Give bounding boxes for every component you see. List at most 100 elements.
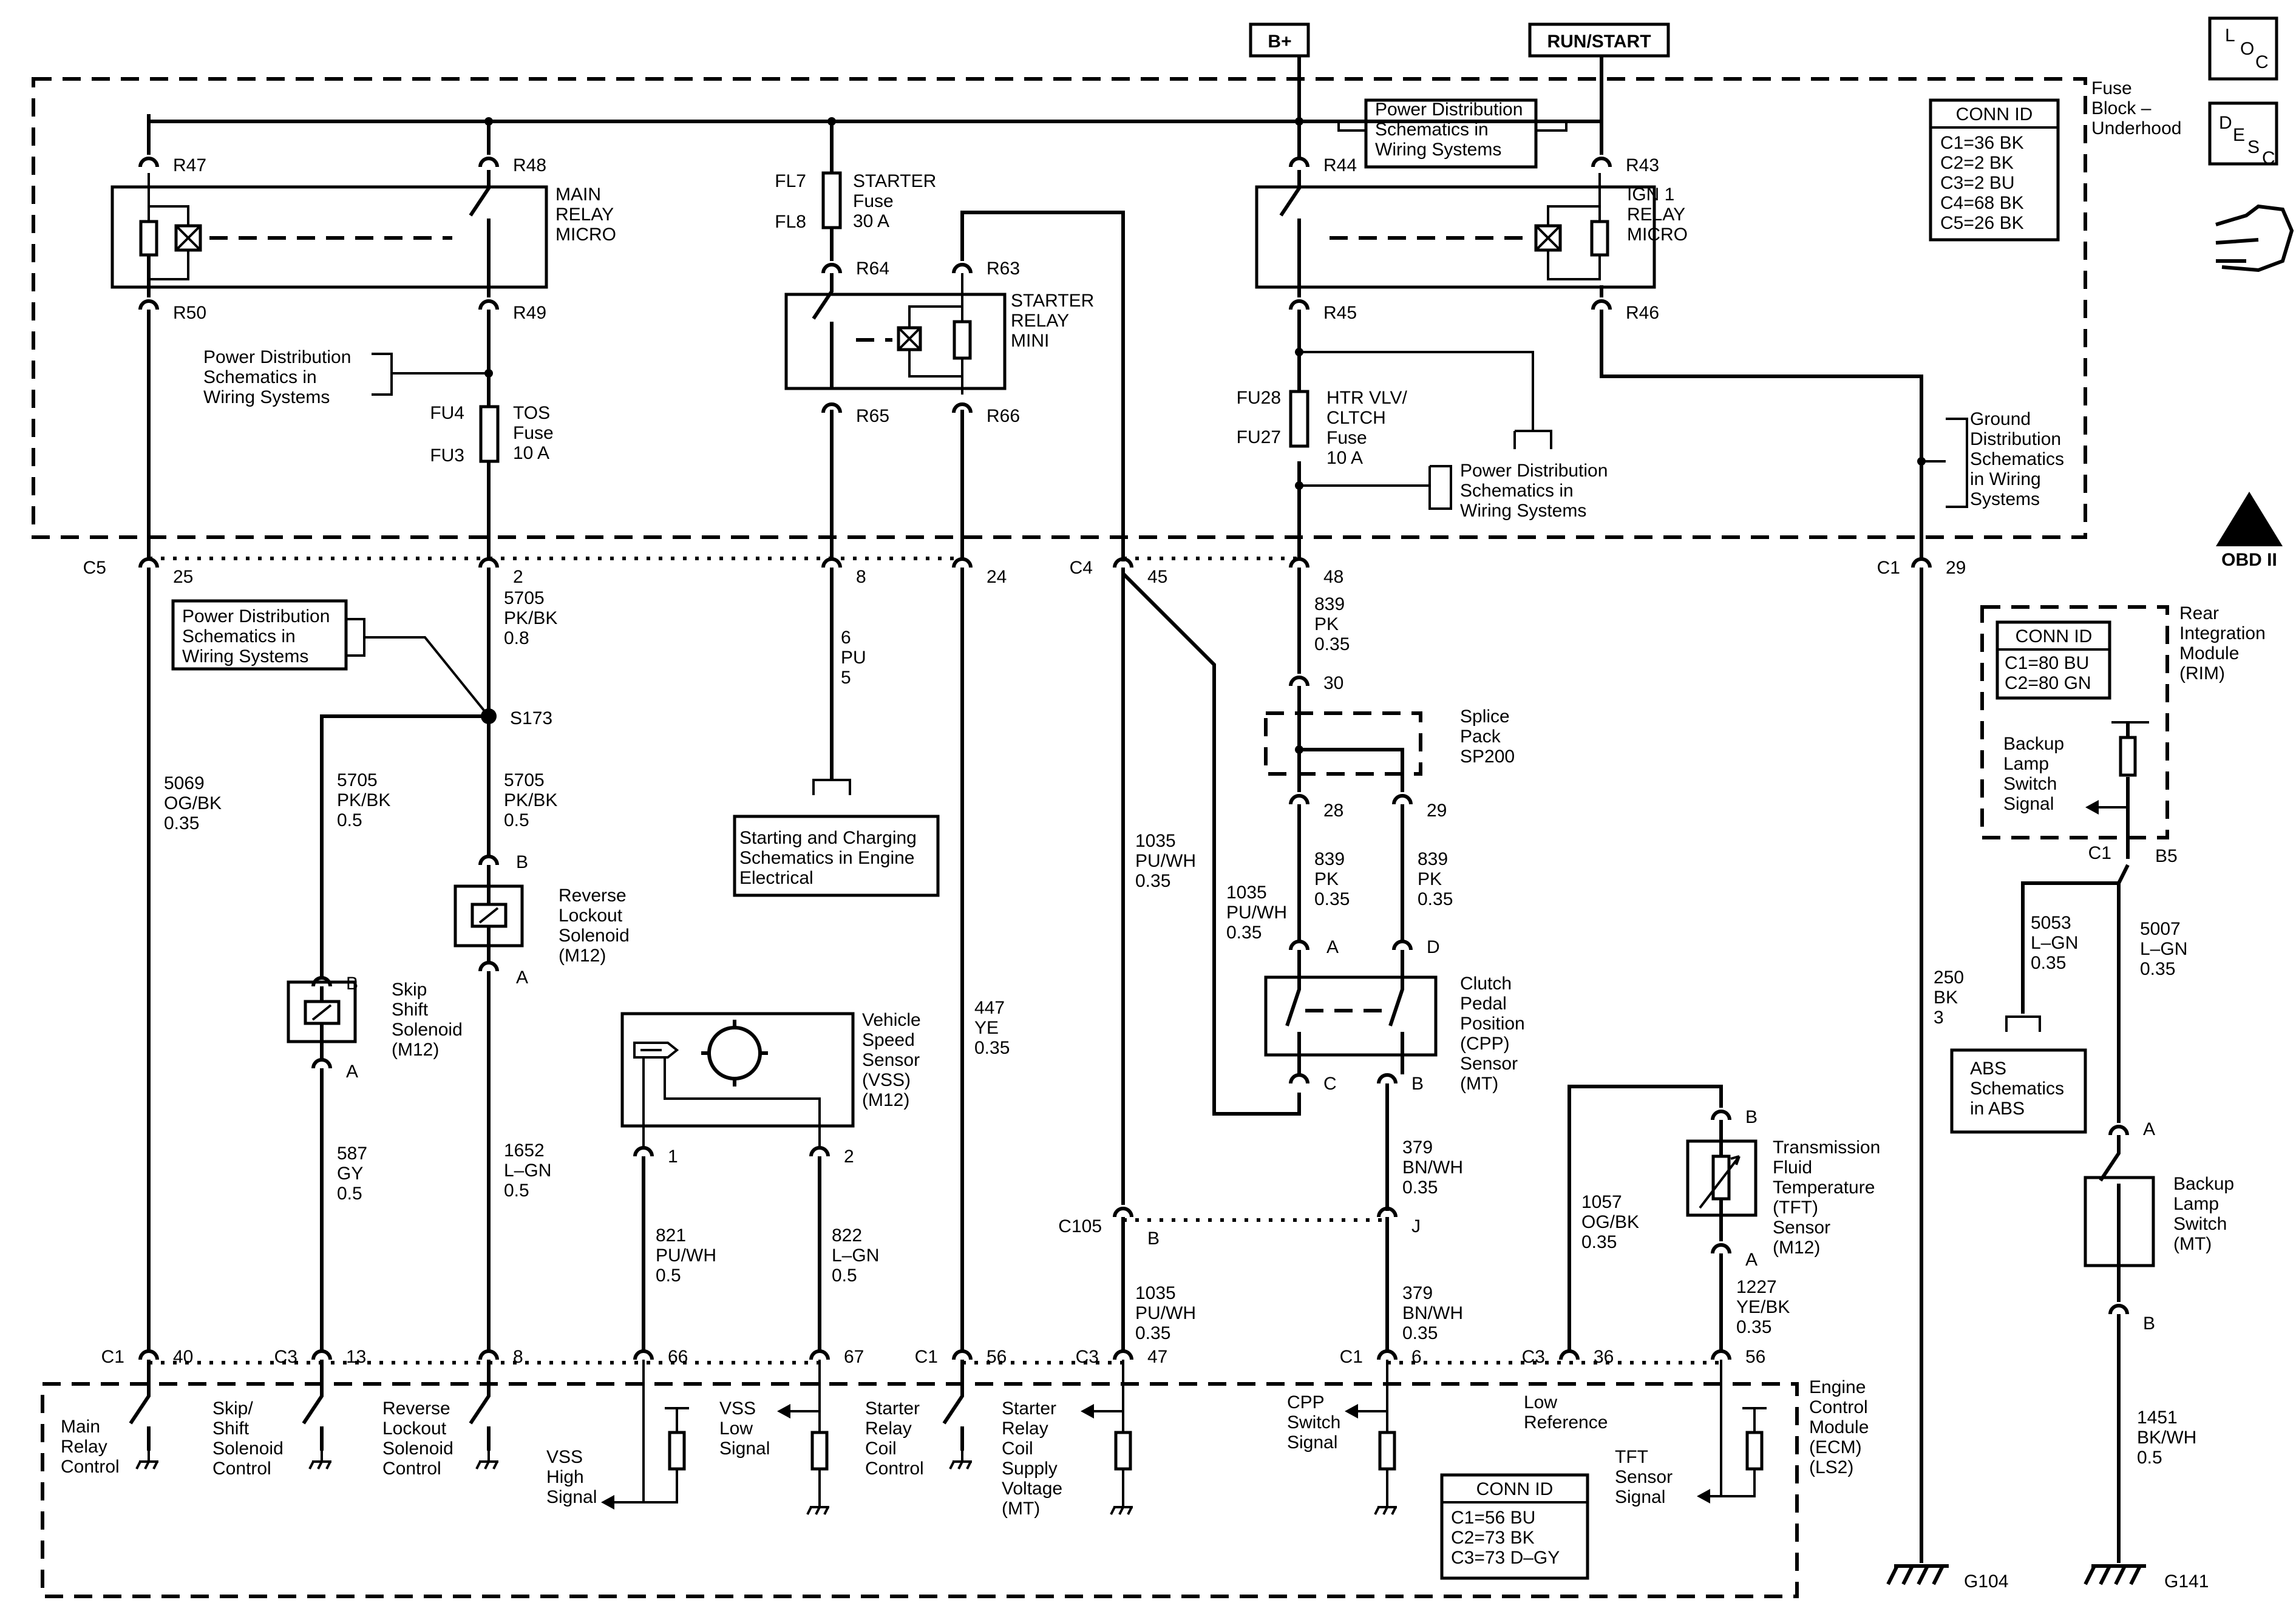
ecm-tft-signal-label-line: TFT: [1615, 1447, 1648, 1467]
wire-6-label-line: 6: [841, 628, 851, 648]
wire-1035a-label-line: PU/WH: [1135, 851, 1196, 871]
wire-1652-label-line: 0.5: [504, 1181, 529, 1201]
ecm-c1a-label: C1: [101, 1347, 124, 1367]
r50-terminal: [138, 299, 159, 310]
rim-conn-id-title: CONN ID: [2016, 626, 2093, 646]
ign-relay-coil-resistor-icon: [1590, 220, 1609, 257]
wire-447-label-line: 447: [974, 998, 1005, 1018]
cpp-d-label: D: [1427, 937, 1440, 957]
pd-mid-label-line: Power Distribution: [182, 606, 330, 626]
splice-pack-outline: [1264, 711, 1422, 776]
desc-letter: D: [2219, 113, 2232, 133]
ecm-conn-id-row: C3=73 D–GY: [1451, 1548, 1560, 1568]
wire-1035c-label-line: 0.35: [1135, 1323, 1170, 1343]
pd-left-label-line: Power Distribution: [203, 347, 351, 367]
ecm-skip-ctl-label-line: Skip/: [212, 1398, 253, 1419]
wire-447-label-line: YE: [974, 1018, 999, 1038]
ecm-c3a-label: C3: [274, 1347, 297, 1367]
backup-switch-label-line: (MT): [2173, 1234, 2212, 1254]
underhood-conn-id-row: C2=2 BK: [1940, 153, 2014, 173]
cpp-label-line: (MT): [1460, 1074, 1498, 1094]
ecm-vss-high-label-line: VSS: [546, 1447, 583, 1467]
ecm-conn-id-title: CONN ID: [1476, 1479, 1554, 1499]
splice-pack-30-label: 30: [1323, 673, 1343, 693]
ecm-8-label: 8: [513, 1347, 523, 1367]
pd-mid-leader: [346, 618, 490, 717]
wire-1451-label-line: 1451: [2137, 1408, 2178, 1428]
wire-250-label-line: BK: [1934, 988, 1958, 1008]
vss-internal-wiring: [642, 1057, 821, 1147]
wire-5705c-label-line: PK/BK: [504, 790, 557, 810]
tft-thermistor-icon: [1711, 1154, 1731, 1201]
r48-label: R48: [513, 155, 546, 175]
main-relay-box: [110, 185, 548, 289]
cpp-signal-ground-icon: [1374, 1496, 1397, 1515]
main-relay-label-line: MICRO: [555, 225, 616, 245]
wire-1035b: [1121, 572, 1301, 1116]
pd-mid-box: [171, 599, 348, 671]
vss-2-terminal: [809, 1146, 830, 1157]
pd-right-label-line: Wiring Systems: [1460, 501, 1586, 521]
c5-24-terminal: [952, 557, 973, 568]
wire-1057-label-line: OG/BK: [1581, 1212, 1639, 1232]
r65-terminal: [821, 402, 842, 413]
r47-label: R47: [173, 155, 206, 175]
ground-distribution-wire: [1600, 310, 1923, 558]
wire-379b-label-line: 0.35: [1402, 1323, 1438, 1343]
abs-label-line: in ABS: [1970, 1099, 2025, 1119]
starter-fuse-label-line: Fuse: [853, 191, 894, 211]
r45-label: R45: [1323, 303, 1357, 323]
runstart-label: RUN/START: [1547, 32, 1651, 52]
backup-switch-label-line: Switch: [2173, 1214, 2227, 1234]
junction-dot: [1295, 745, 1303, 754]
wire-447-label-line: 0.35: [974, 1038, 1010, 1058]
ground-dist-label-line: Distribution: [1970, 429, 2061, 449]
wire-5705c-label-line: 0.5: [504, 810, 529, 830]
wire-839b-label-line: 0.35: [1314, 889, 1350, 909]
ecm-starter-coil-supply-label-line: Coil: [1002, 1439, 1033, 1459]
c5-8-label: 8: [856, 567, 866, 587]
tft-signal-internal: [1709, 1360, 1756, 1497]
fl8-label: FL8: [775, 212, 806, 232]
ecm-c1c-label: C1: [1340, 1347, 1363, 1367]
cpp-label-line: Sensor: [1460, 1054, 1518, 1074]
ecm-vss-high-label-line: High: [546, 1467, 584, 1487]
tft-label-line: Sensor: [1773, 1218, 1830, 1238]
fu27-label: FU27: [1237, 427, 1281, 447]
ecm-conn-id-box: [1440, 1473, 1589, 1580]
abs-box: [1950, 1048, 2087, 1134]
wire: [147, 285, 1603, 297]
wire-1451-label-line: 0.5: [2137, 1448, 2162, 1468]
wire-839a-label-line: 0.35: [1314, 634, 1350, 654]
ground-dist-label-line: Ground: [1970, 409, 2031, 429]
ign-relay-label-line: RELAY: [1627, 205, 1685, 225]
rim-conn-id-box: [1995, 620, 2111, 700]
cpp-label-line: Position: [1460, 1014, 1525, 1034]
tft-label-line: Transmission: [1773, 1137, 1880, 1158]
skip-solenoid-label-line: Shift: [392, 1000, 429, 1020]
starting-charging-label-line: Schematics in Engine: [739, 848, 915, 868]
desc-icon: [2208, 101, 2278, 166]
ecm-66-label: 66: [668, 1347, 688, 1367]
ecm-40-terminal: [138, 1349, 159, 1360]
ecm-starter-coil-supply-label-line: Starter: [1002, 1398, 1056, 1419]
splice-pack-29-label: 29: [1427, 801, 1447, 821]
abs-label-line: Schematics: [1970, 1079, 2064, 1099]
r64-terminal: [821, 263, 842, 274]
desc-letter: E: [2233, 125, 2245, 145]
ecm-starter-coil-supply-label-line: Supply: [1002, 1459, 1058, 1479]
cpp-sensor-box: [1264, 975, 1438, 1057]
ecm-67-terminal: [809, 1349, 830, 1360]
tft-a-label: A: [1745, 1250, 1758, 1270]
obd-ii-icon: [2216, 492, 2283, 546]
